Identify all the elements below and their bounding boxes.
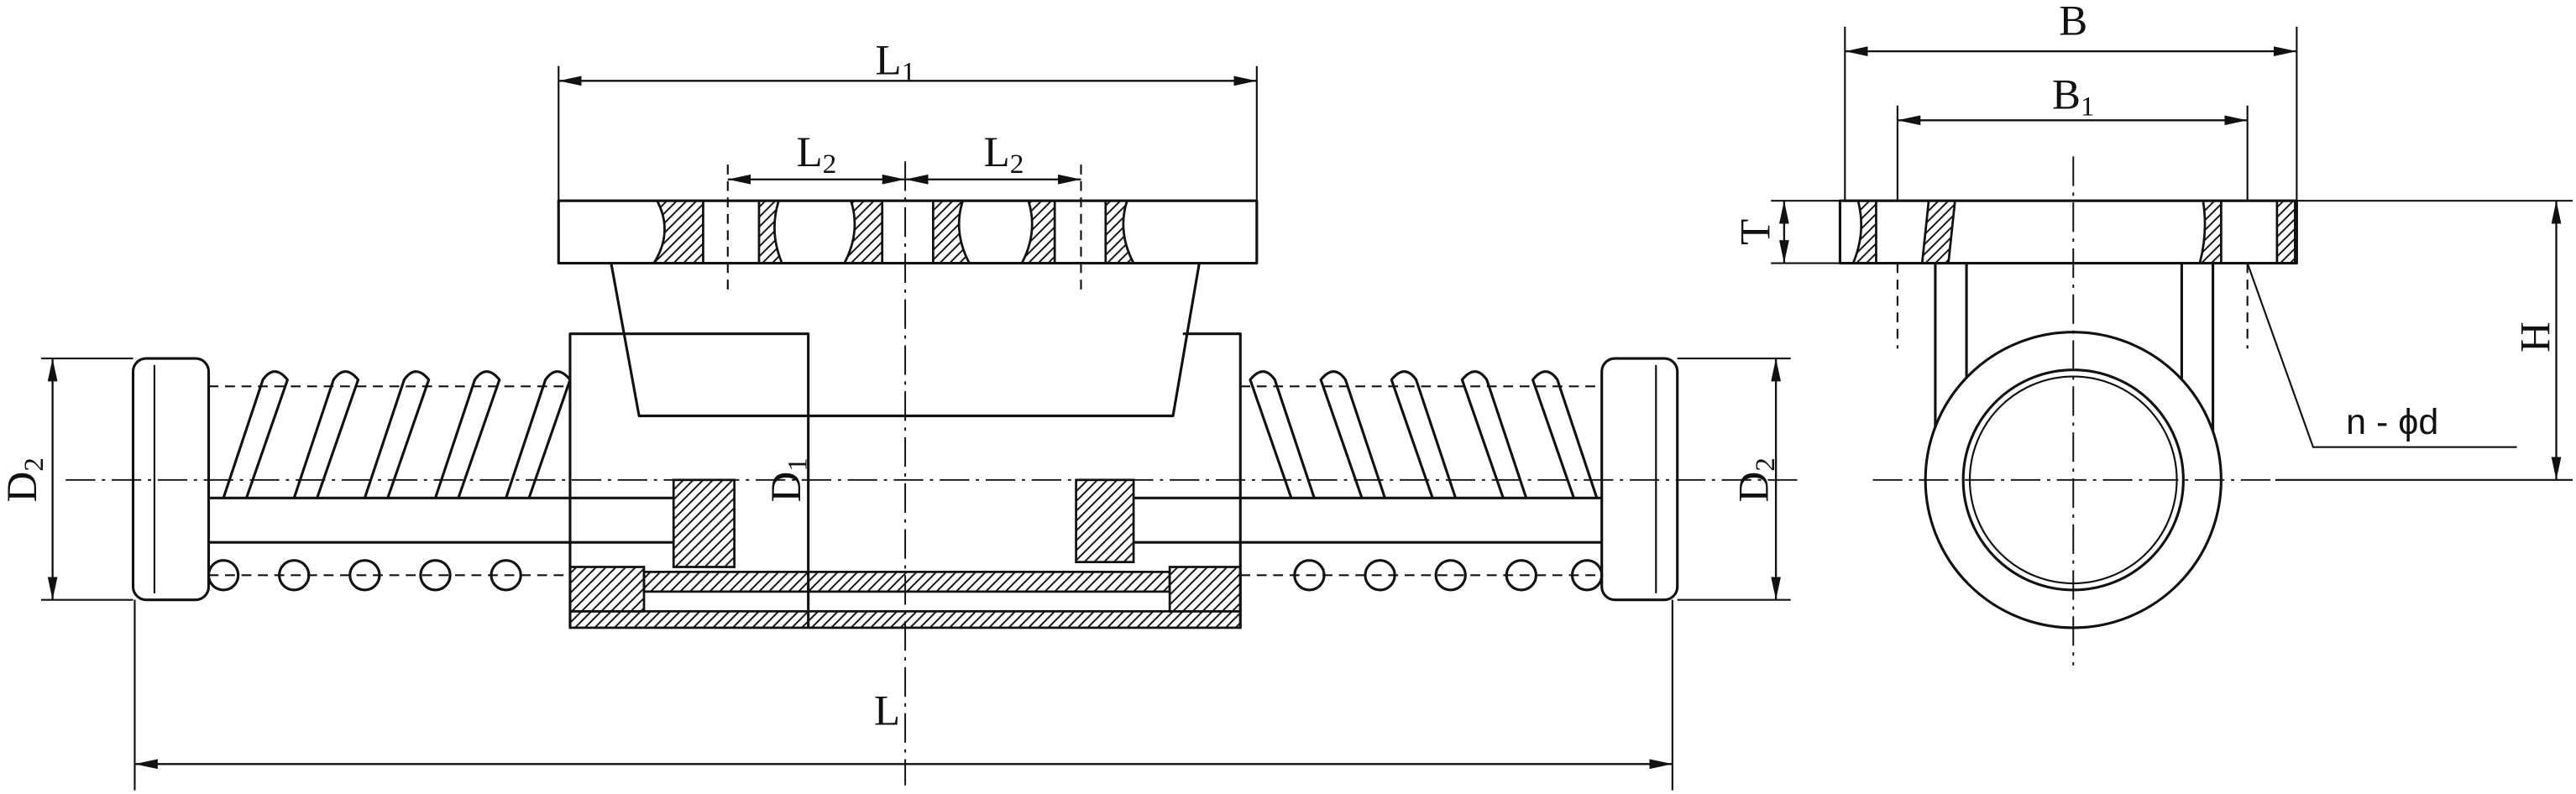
right-spring-coil-1	[1249, 370, 1316, 499]
side-bore-circle	[1968, 375, 2178, 585]
plate-section-6	[1104, 199, 1136, 264]
right-spring	[1240, 370, 1604, 592]
hole-callout-label: n - ϕd	[2346, 402, 2438, 442]
right-spring-coil-5	[1531, 370, 1599, 499]
side-plate-section-3	[2198, 199, 2223, 264]
dim-label-b: B	[2059, 0, 2087, 45]
dim-label-l2-right: L2	[984, 129, 1024, 180]
side-plate-section-1	[1851, 199, 1877, 264]
dim-label-l: L	[874, 687, 900, 734]
right-spring-wire-2	[1364, 559, 1396, 592]
front-view: L1 L2 L2 L D2 D2 D1	[0, 38, 1799, 791]
left-spring-coil-1	[222, 370, 289, 499]
left-spring-wire-2	[278, 559, 311, 592]
side-support-left	[1934, 263, 1968, 428]
left-spring-coil-2	[292, 370, 360, 499]
side-outer-circle	[1924, 331, 2223, 629]
right-spring-wire-1	[1293, 559, 1326, 592]
right-spring-coil-3	[1390, 370, 1458, 499]
left-spring-wire-3	[348, 559, 381, 592]
dim-label-l2-left: L2	[797, 129, 837, 180]
right-spring-coil-4	[1460, 370, 1528, 499]
right-spring-coil-2	[1319, 370, 1386, 499]
left-end-plate	[131, 357, 211, 602]
plate-section-2	[757, 199, 784, 264]
dim-label-l1: L1	[876, 38, 916, 88]
housing-bottom-strip	[568, 609, 1242, 629]
right-spring-wire-4	[1505, 559, 1538, 592]
right-rod	[1134, 496, 1602, 544]
side-inner-circle	[1961, 368, 2185, 592]
dim-label-t: T	[1732, 219, 1779, 245]
hole-callout-leader	[2246, 263, 2517, 448]
left-spring-wire-1	[207, 559, 240, 592]
dim-label-h: H	[2513, 321, 2560, 353]
housing-left-corner	[568, 566, 646, 613]
left-spring-coil-4	[434, 370, 501, 499]
dim-label-d2-left: D2	[0, 457, 50, 502]
housing-right-block	[1182, 332, 1242, 628]
plate-section-1	[652, 199, 704, 264]
rod-end-section-right	[1075, 478, 1135, 564]
plate-section-3	[842, 199, 884, 264]
housing-left-block	[568, 332, 810, 628]
side-view: B B1 T H n - ϕd	[1732, 0, 2573, 666]
dim-label-d1: D1	[763, 457, 814, 502]
side-plate-section-4	[2275, 199, 2296, 264]
plate-section-5	[1019, 199, 1056, 264]
side-plate-section-2	[1920, 199, 1956, 264]
left-spring-wire-5	[490, 559, 522, 592]
left-spring-wire-4	[419, 559, 452, 592]
tapered-block	[610, 263, 1201, 418]
left-spring-coil-3	[363, 370, 431, 499]
plate-section-4	[931, 199, 971, 264]
side-top-plate	[1838, 199, 2298, 265]
side-support-right	[2180, 263, 2215, 431]
top-plate	[557, 199, 1259, 265]
slide-plate	[642, 571, 1171, 593]
left-spring-coil-5	[505, 370, 572, 499]
right-spring-wire-3	[1434, 559, 1467, 592]
right-end-plate	[1600, 357, 1679, 602]
dim-label-b1: B1	[2052, 72, 2095, 123]
rod-end-section-left	[672, 478, 736, 568]
left-rod	[208, 496, 674, 544]
housing-right-corner	[1168, 566, 1242, 613]
dim-label-d2-right: D2	[1730, 457, 1781, 502]
right-spring-wire-5	[1570, 559, 1604, 592]
